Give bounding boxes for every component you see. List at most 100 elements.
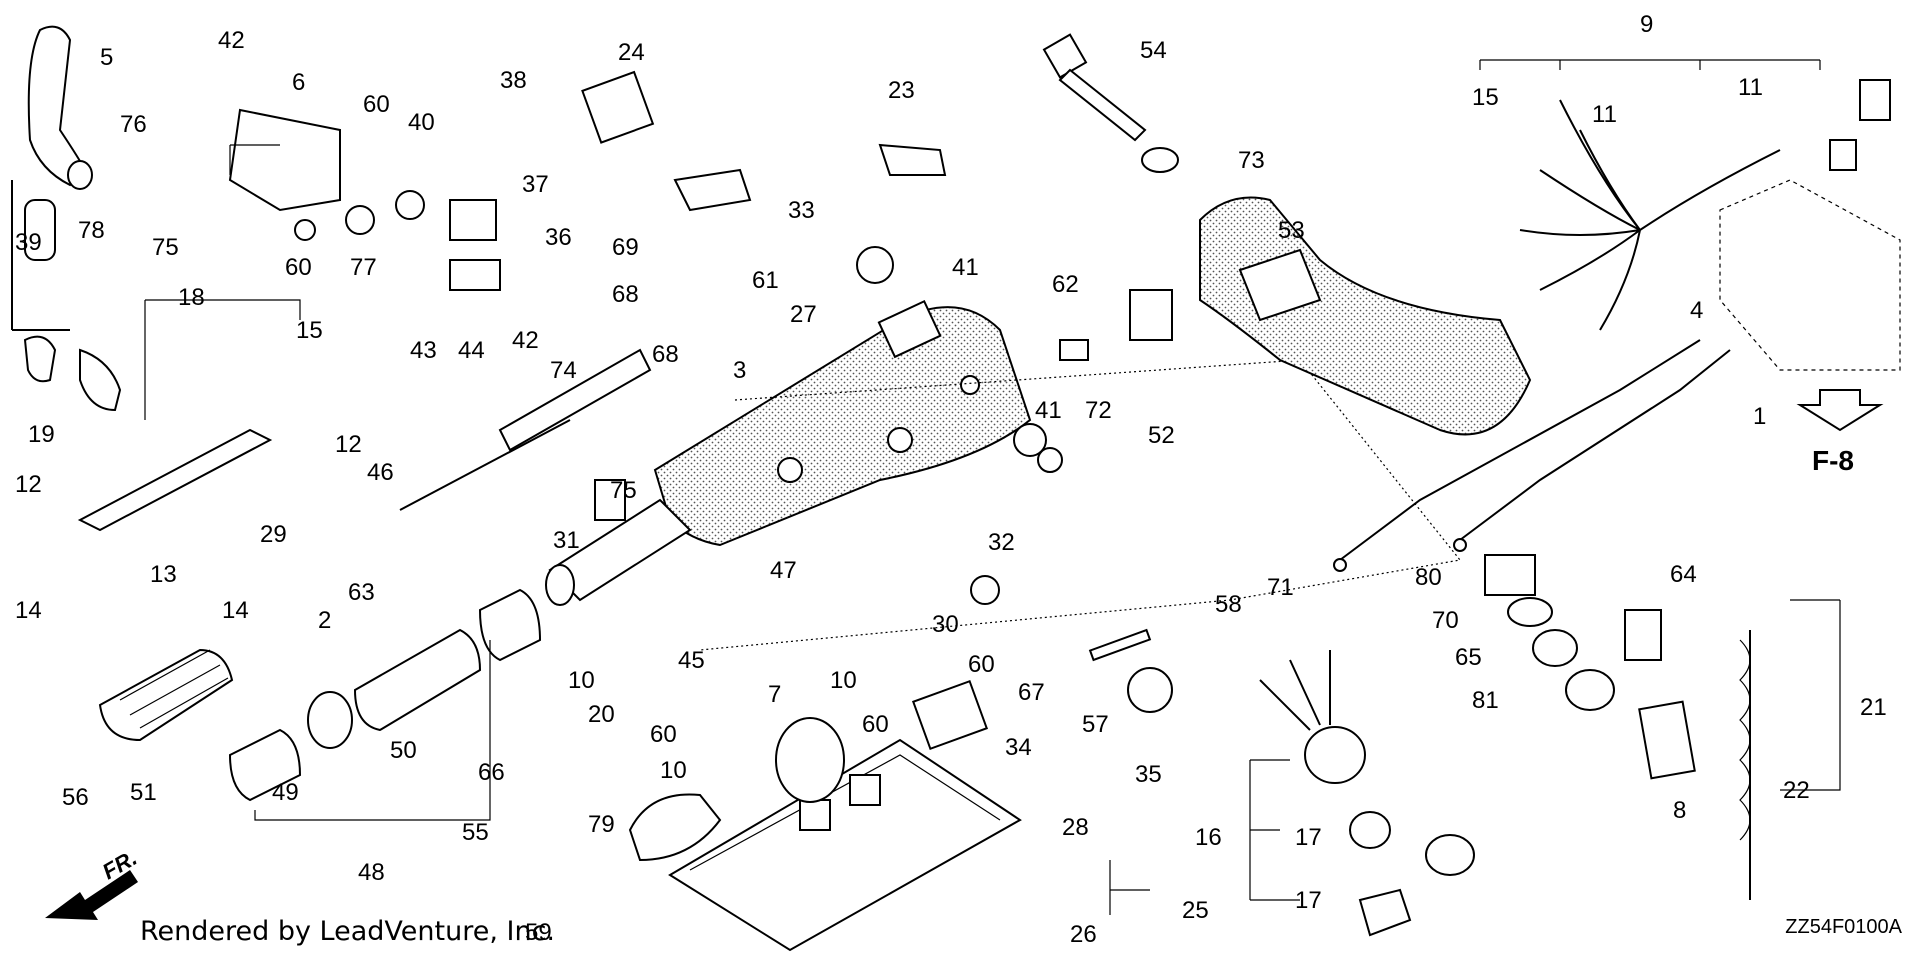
callout-74: 74 (550, 357, 577, 384)
callout-52: 52 (1148, 422, 1175, 449)
callout-60: 60 (363, 91, 390, 118)
callout-61: 61 (752, 267, 779, 294)
callout-11: 11 (1738, 74, 1763, 101)
callout-48: 48 (358, 859, 385, 886)
callout-64: 64 (1670, 561, 1697, 588)
callout-78: 78 (78, 217, 105, 244)
callout-73: 73 (1238, 147, 1265, 174)
callout-12: 12 (335, 431, 362, 458)
reference-arrow: F-8 (1796, 389, 1884, 476)
callout-60: 60 (968, 651, 995, 678)
control-cables (1333, 339, 1731, 572)
callout-6: 6 (292, 69, 305, 96)
callout-36: 36 (545, 224, 572, 251)
callout-68: 68 (652, 341, 679, 368)
callout-2: 2 (318, 607, 331, 634)
callout-10: 10 (660, 757, 687, 784)
throttle-grip (98, 588, 542, 802)
ignition-switch (1259, 650, 1475, 937)
callout-63: 63 (348, 579, 375, 606)
callout-45: 45 (678, 647, 705, 674)
lower-cover (668, 738, 1022, 952)
callout-75: 75 (152, 234, 179, 261)
callout-5: 5 (100, 44, 113, 71)
callout-49: 49 (272, 779, 299, 806)
callout-69: 69 (612, 234, 639, 261)
callout-47: 47 (770, 557, 797, 584)
callout-55: 55 (462, 819, 489, 846)
callout-18: 18 (178, 284, 205, 311)
callout-81: 81 (1472, 687, 1499, 714)
callout-42: 42 (218, 27, 245, 54)
callout-29: 29 (260, 521, 287, 548)
callouts: 5 42 6 60 76 78 75 60 77 40 38 37 36 43 … (15, 11, 1887, 948)
callout-80: 80 (1415, 564, 1442, 591)
callout-41: 41 (952, 254, 979, 281)
callout-1: 1 (1753, 403, 1766, 430)
callout-14: 14 (15, 597, 42, 624)
callout-60: 60 (650, 721, 677, 748)
callout-65: 65 (1455, 644, 1482, 671)
callout-51: 51 (130, 779, 157, 806)
stop-lanyard (1624, 609, 1751, 900)
small-hardware (23, 70, 1173, 862)
wire-harness (1519, 79, 1901, 371)
bushings (1484, 554, 1615, 711)
callout-10: 10 (830, 667, 857, 694)
callout-37: 37 (522, 171, 549, 198)
callout-13: 13 (150, 561, 177, 588)
callout-62: 62 (1052, 271, 1079, 298)
callout-77: 77 (350, 254, 377, 281)
callout-22: 22 (1783, 777, 1810, 804)
callout-32: 32 (988, 529, 1015, 556)
callout-41: 41 (1035, 397, 1062, 424)
callout-59: 59 (525, 919, 552, 946)
callout-23: 23 (888, 77, 915, 104)
callout-60: 60 (285, 254, 312, 281)
callout-70: 70 (1432, 607, 1459, 634)
pivot-bolt (1042, 33, 1179, 173)
callout-50: 50 (390, 737, 417, 764)
callout-19: 19 (28, 421, 55, 448)
callout-9: 9 (1640, 11, 1653, 38)
upper-cover (1199, 196, 1532, 436)
callout-17: 17 (1295, 824, 1322, 851)
callout-38: 38 (500, 67, 527, 94)
callout-60: 60 (862, 711, 889, 738)
callout-58: 58 (1215, 591, 1242, 618)
front-arrow: FR. (45, 845, 141, 920)
callout-31: 31 (553, 527, 580, 554)
callout-39: 39 (15, 229, 42, 256)
callout-40: 40 (408, 109, 435, 136)
callout-33: 33 (788, 197, 815, 224)
diagram-code: ZZ54F0100A (1785, 916, 1902, 938)
callout-44: 44 (458, 337, 485, 364)
callout-21: 21 (1860, 694, 1887, 721)
callout-57: 57 (1082, 711, 1109, 738)
callout-76: 76 (120, 111, 147, 138)
callout-20: 20 (588, 701, 615, 728)
callout-24: 24 (618, 39, 645, 66)
callout-16: 16 (1195, 824, 1222, 851)
callout-25: 25 (1182, 897, 1209, 924)
callout-46: 46 (367, 459, 394, 486)
callout-3: 3 (733, 357, 746, 384)
callout-67: 67 (1018, 679, 1045, 706)
leader-lines (11, 59, 1841, 915)
callout-34: 34 (1005, 734, 1032, 761)
callout-14: 14 (222, 597, 249, 624)
callout-53: 53 (1278, 217, 1305, 244)
callout-75: 75 (610, 477, 637, 504)
callout-12: 12 (15, 471, 42, 498)
callout-30: 30 (932, 611, 959, 638)
callout-79: 79 (588, 811, 615, 838)
callout-35: 35 (1135, 761, 1162, 788)
callout-10: 10 (568, 667, 595, 694)
callout-42: 42 (512, 327, 539, 354)
callout-8: 8 (1673, 797, 1686, 824)
handle-arm (27, 25, 93, 190)
tiller-handle-body (545, 299, 1032, 606)
callout-54: 54 (1140, 37, 1167, 64)
callout-17: 17 (1295, 887, 1322, 914)
